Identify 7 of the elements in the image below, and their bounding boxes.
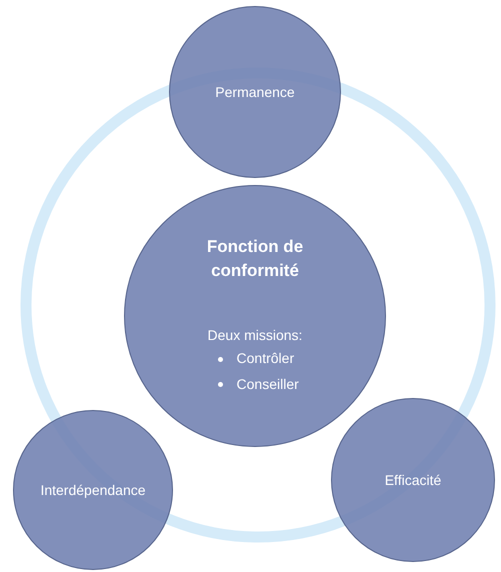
node-heading: Fonction de conformité xyxy=(206,236,304,282)
list-heading: Deux missions: xyxy=(208,326,302,345)
node-label: Interdépendance xyxy=(40,482,146,498)
node-label: Permanence xyxy=(215,84,295,100)
node-label: Efficacité xyxy=(384,472,442,488)
bullet-item: Conseiller xyxy=(236,376,299,392)
bullet-item: Contrôler xyxy=(236,350,294,366)
